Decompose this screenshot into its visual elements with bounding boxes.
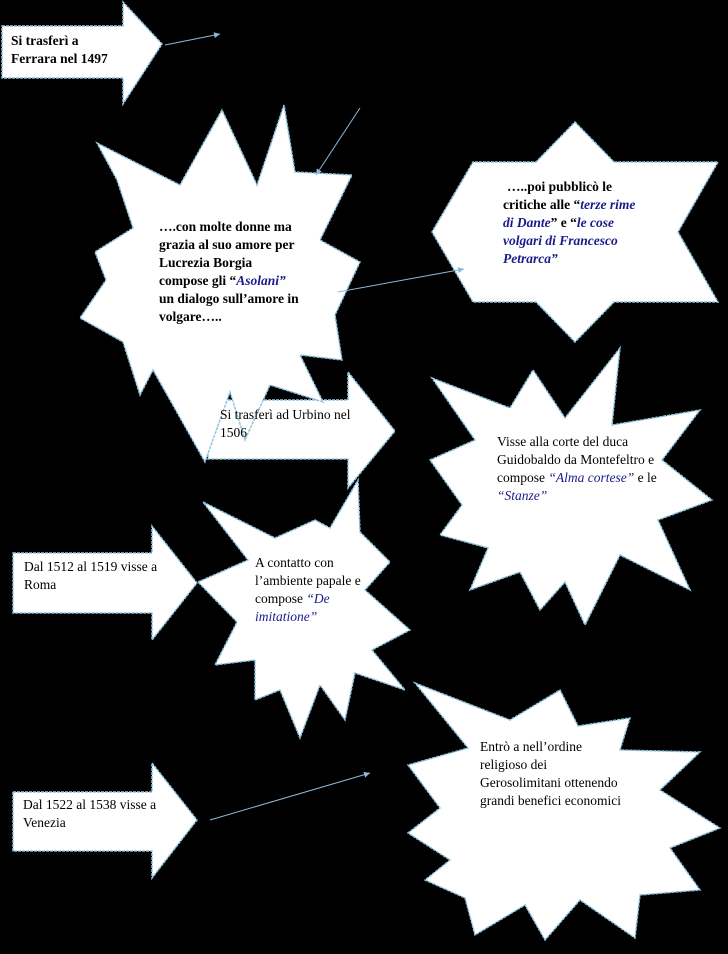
node-roma: Dal 1512 al 1519 visse a Roma — [24, 558, 174, 594]
node-critiche-text-mid: ” e “ — [550, 215, 577, 230]
node-roma-text: Dal 1512 al 1519 visse a Roma — [24, 559, 158, 592]
node-asolani-quote: “ — [229, 273, 237, 288]
node-guidobaldo-text-mid: e le — [634, 470, 657, 485]
node-guidobaldo-title-alma: “Alma cortese” — [548, 470, 635, 485]
burst-shape-imitatione — [196, 477, 412, 741]
node-critiche: …..poi pubblicò le critiche alle “terze … — [503, 178, 648, 268]
node-ferrara: Si trasferì a Ferrara nel 1497 — [11, 32, 123, 68]
node-venezia-text: Dal 1522 al 1538 visse a Venezia — [23, 797, 157, 830]
star-shape-critiche — [431, 120, 720, 344]
node-asolani-title: Asolani” — [236, 273, 286, 288]
connector-to-asolani — [315, 107, 361, 176]
arrow-shape-ferrara — [1, 0, 163, 107]
connector-venezia — [209, 771, 371, 821]
node-critiche-title-petrarca: le cose volgari di Francesco Petrarca” — [503, 215, 618, 266]
node-urbino: Si trasferì ad Urbino nel 1506 — [220, 406, 365, 442]
burst-shape-gerosolimitani — [406, 681, 722, 942]
arrow-shape-roma — [12, 523, 198, 643]
node-gerosolimitani: Entrò a nell’ordine religioso dei Geroso… — [480, 738, 625, 810]
connector-ferrara — [164, 32, 221, 46]
node-venezia: Dal 1522 al 1538 visse a Venezia — [23, 796, 173, 832]
node-gerosolimitani-text: Entrò a nell’ordine religioso dei Geroso… — [480, 739, 621, 808]
arrow-shape-venezia — [12, 760, 198, 881]
node-imitatione-text: A contatto con l’ambiente papale e compo… — [255, 555, 361, 606]
node-urbino-text: Si trasferì ad Urbino nel 1506 — [220, 407, 351, 440]
node-asolani: ….con molte donne ma grazia al suo amore… — [159, 218, 304, 326]
node-critiche-text: …..poi pubblicò le critiche alle “ — [503, 179, 613, 212]
node-imitatione: A contatto con l’ambiente papale e compo… — [255, 554, 375, 626]
node-imitatione-title: “De imitatione” — [255, 591, 330, 624]
burst-shape-asolani — [78, 104, 361, 464]
node-critiche-title-dante: terze rime di Dante — [503, 197, 636, 230]
burst-shape-guidobaldo — [428, 345, 714, 627]
node-guidobaldo: Visse alla corte del duca Guidobaldo da … — [497, 433, 657, 505]
node-ferrara-text: Si trasferì a Ferrara nel 1497 — [11, 33, 108, 66]
node-asolani-text-end: un dialogo sull’amore in volgare….. — [159, 291, 299, 324]
node-asolani-text: ….con molte donne ma grazia al suo amore… — [159, 219, 295, 288]
node-guidobaldo-title-stanze: “Stanze” — [497, 488, 548, 503]
connector-to-critiche — [337, 267, 465, 293]
node-guidobaldo-text: Visse alla corte del duca Guidobaldo da … — [497, 434, 655, 485]
